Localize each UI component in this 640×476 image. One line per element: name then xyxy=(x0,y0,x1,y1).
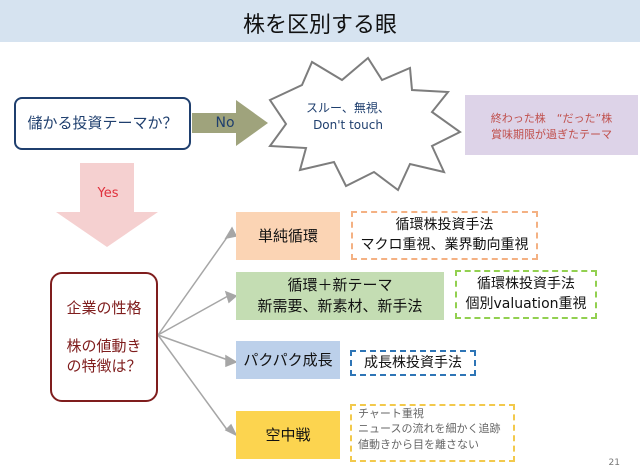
method-3-line-1: 成長株投資手法 xyxy=(364,354,462,371)
method-box-1: 循環株投資手法 マクロ重視、業界動向重視 xyxy=(351,211,538,260)
investment-theme-question: 儲かる投資テーマか？ xyxy=(14,97,191,150)
no-arrow xyxy=(192,100,268,146)
option-rapid-growth: パクパク成長 xyxy=(236,341,340,379)
slide-title: 株を区別する眼 xyxy=(242,13,397,38)
method-box-4: チャート重視 ニュースの流れを細かく追跡 値動きから目を離さない xyxy=(350,404,515,462)
past-theme-line-2: 賞味期限が過ぎたテーマ xyxy=(491,128,612,141)
explosion-shape xyxy=(268,56,462,192)
page-number: 21 xyxy=(608,458,620,468)
branch-line-3 xyxy=(157,334,229,361)
company-traits-box: 企業の性格 株の値動き の特徴は？ xyxy=(50,272,158,402)
branch-arrowhead-1 xyxy=(224,226,238,240)
method-box-2: 循環株投資手法 個別valuation重視 xyxy=(455,270,597,319)
method-1-line-2: マクロ重視、業界動向重視 xyxy=(360,236,529,253)
past-theme-line-1: 終わった株 “だった”株 xyxy=(490,111,613,125)
method-2-line-2: 個別valuation重視 xyxy=(465,295,587,312)
company-line-4: の特徴は？ xyxy=(66,357,142,376)
yes-arrow xyxy=(56,163,158,247)
ignore-line-1: スルー、無視、 xyxy=(306,101,390,115)
branch-arrowhead-2 xyxy=(224,290,238,304)
branch-line-1 xyxy=(157,235,229,336)
method-box-3: 成長株投資手法 xyxy=(350,350,476,376)
method-4-line-3: 値動きから目を離さない xyxy=(358,437,479,451)
company-line-3: 株の値動き xyxy=(66,336,142,355)
method-4-line-2: ニュースの流れを細かく追跡 xyxy=(358,422,501,436)
branch-line-4 xyxy=(157,334,229,432)
ignore-line-2: Don't touch xyxy=(313,118,383,133)
option-speculative: 空中戦 xyxy=(236,411,340,459)
yes-label: Yes xyxy=(97,186,119,201)
past-theme-box: 終わった株 “だった”株 賞味期限が過ぎたテーマ xyxy=(465,95,638,155)
branch-arrowhead-4 xyxy=(224,423,238,437)
branch-line-2 xyxy=(157,295,229,336)
option-2-label-2: 新需要、新素材、新手法 xyxy=(257,297,423,315)
option-1-label: 単純循環 xyxy=(257,226,318,245)
branch-arrowhead-3 xyxy=(225,354,238,368)
company-line-1: 企業の性格 xyxy=(66,298,142,317)
ignore-text: スルー、無視、 Don't touch xyxy=(288,100,408,135)
option-2-label-1: 循環＋新テーマ xyxy=(287,276,393,294)
option-cycle-new-theme: 循環＋新テーマ 新需要、新素材、新手法 xyxy=(236,272,444,320)
method-2-line-1: 循環株投資手法 xyxy=(477,275,575,292)
no-label: No xyxy=(215,115,235,131)
method-1-line-1: 循環株投資手法 xyxy=(395,216,494,233)
title-bar xyxy=(0,0,640,42)
option-simple-cycle: 単純循環 xyxy=(236,212,340,260)
option-3-label: パクパク成長 xyxy=(243,350,333,369)
option-4-label: 空中戦 xyxy=(265,425,311,444)
method-4-line-1: チャート重視 xyxy=(358,407,424,420)
